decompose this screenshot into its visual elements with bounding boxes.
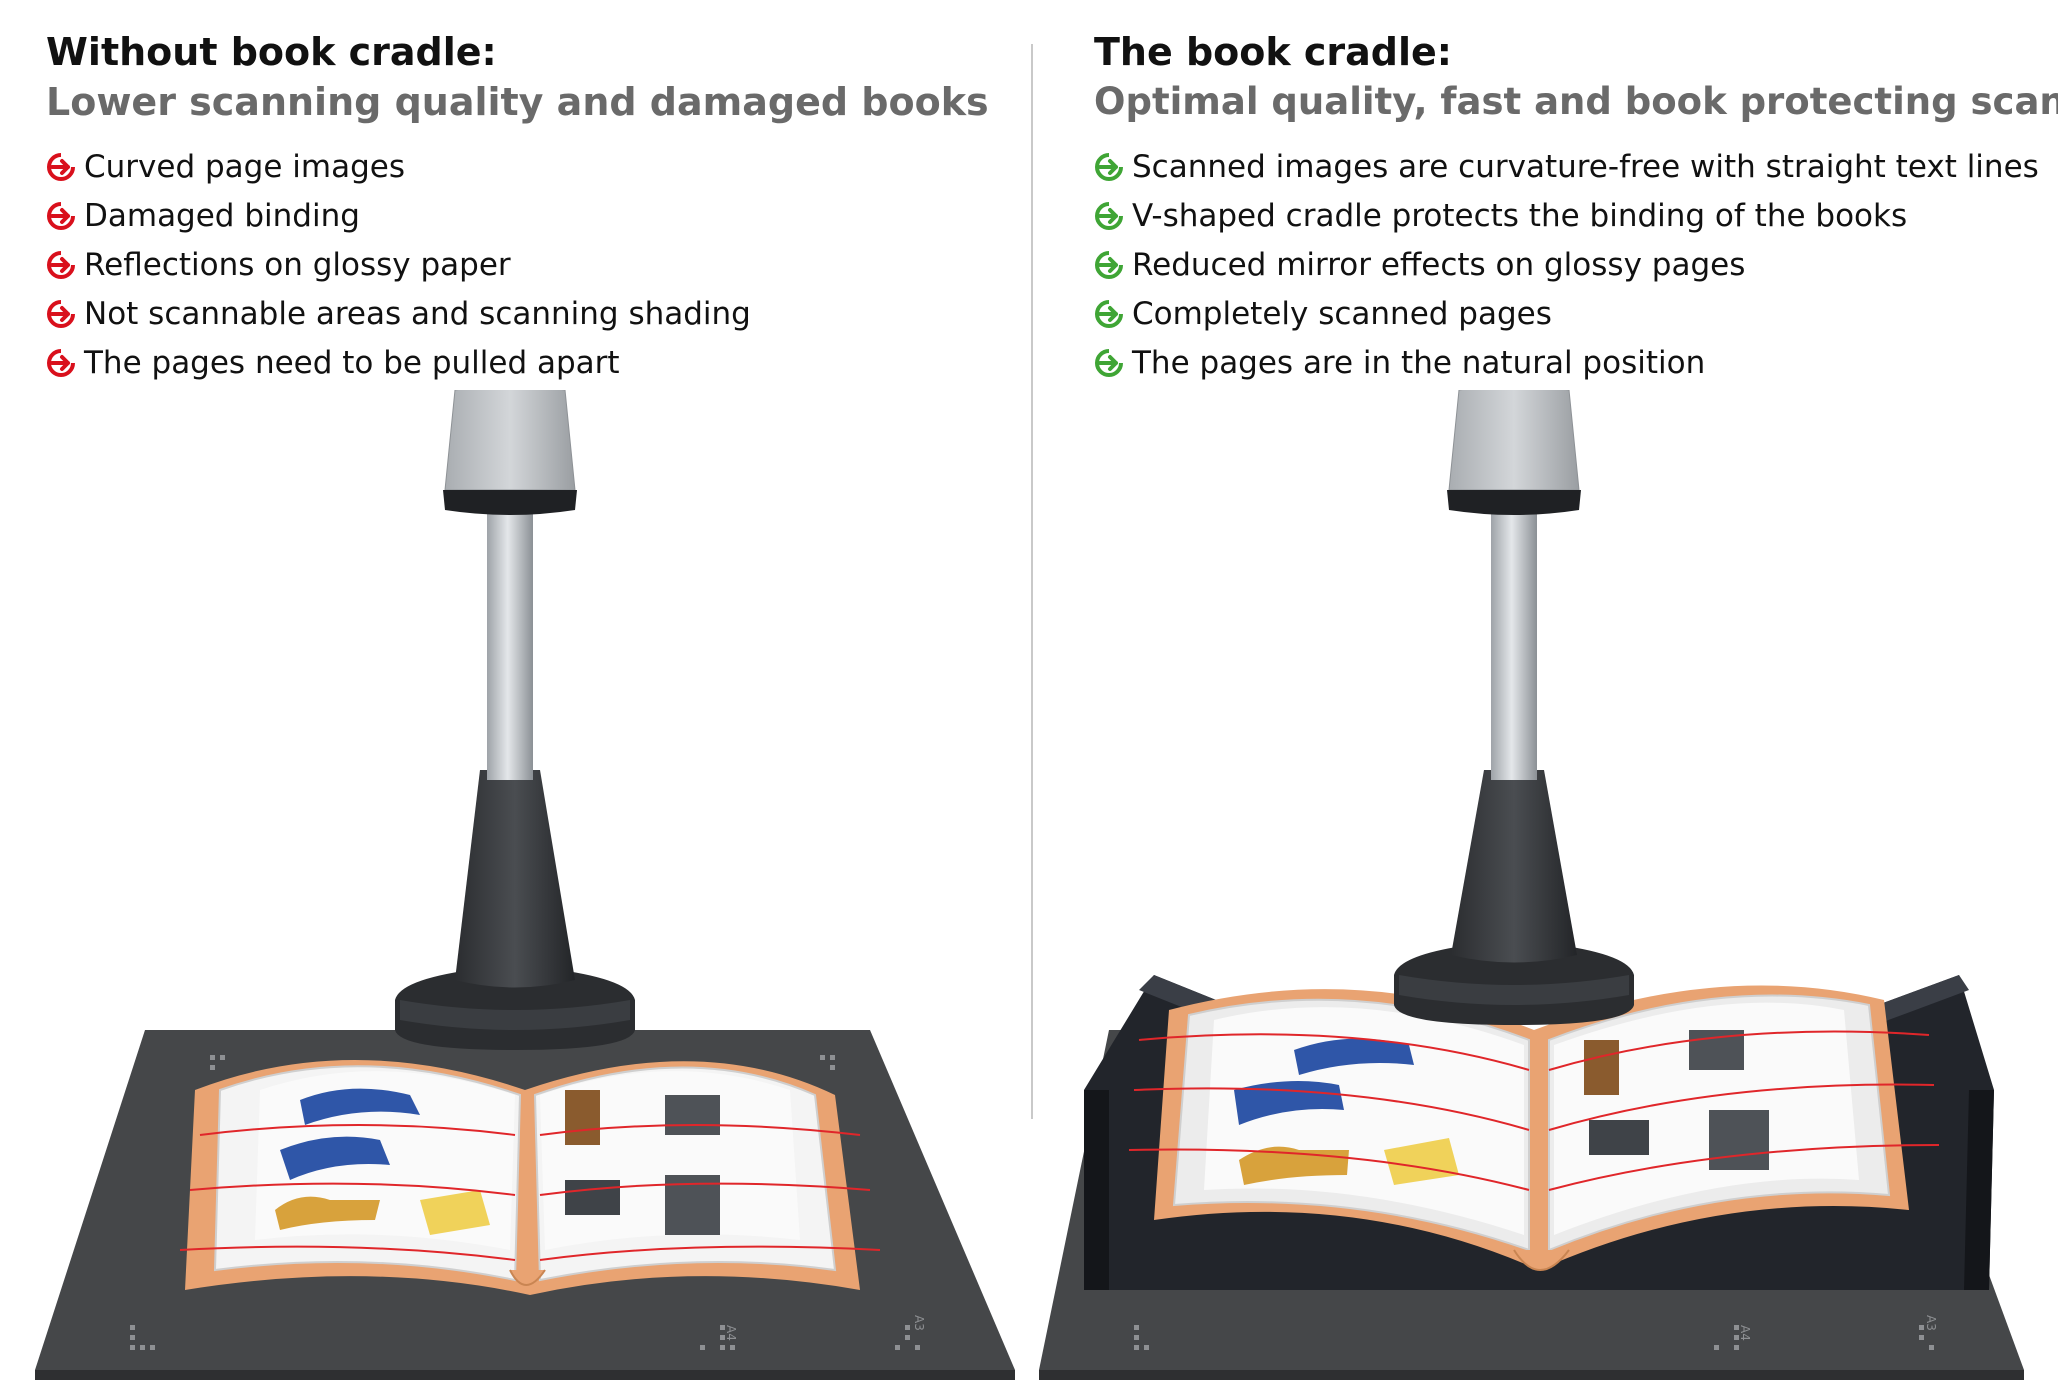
bullet-text: The pages need to be pulled apart bbox=[84, 344, 620, 381]
bullet-text: Curved page images bbox=[84, 148, 405, 185]
scanner-device bbox=[395, 390, 635, 1050]
red-arrow-icon bbox=[47, 201, 75, 230]
red-arrow-icon bbox=[47, 348, 75, 377]
red-arrow-icon bbox=[47, 299, 75, 328]
mat-label-a4: A4 bbox=[1738, 1325, 1752, 1341]
bullet-text: Scanned images are curvature-free with s… bbox=[1132, 148, 2039, 185]
mat-markers bbox=[130, 1055, 920, 1350]
green-arrow-icon bbox=[1095, 152, 1123, 181]
list-item: Reduced mirror effects on glossy pages bbox=[1094, 240, 2039, 289]
left-bullet-list: Curved page images Damaged binding Refle… bbox=[46, 142, 751, 387]
scanner-without-cradle-illustration: A4 A3 bbox=[35, 390, 1015, 1380]
list-item: Not scannable areas and scanning shading bbox=[46, 289, 751, 338]
panel-with-cradle: The book cradle: Optimal quality, fast a… bbox=[1029, 0, 2058, 1389]
right-title: The book cradle: bbox=[1094, 30, 1452, 74]
open-book-flat bbox=[179, 1060, 881, 1295]
list-item: Scanned images are curvature-free with s… bbox=[1094, 142, 2039, 191]
mat-label-a3: A3 bbox=[912, 1315, 926, 1331]
panel-divider bbox=[1031, 44, 1033, 1119]
bullet-text: Not scannable areas and scanning shading bbox=[84, 295, 751, 332]
bullet-text: Damaged binding bbox=[84, 197, 360, 234]
red-arrow-icon bbox=[47, 152, 75, 181]
bullet-text: Reduced mirror effects on glossy pages bbox=[1132, 246, 1746, 283]
scanner-with-cradle-illustration: A4 A3 bbox=[1039, 390, 2024, 1380]
mat-label-a4: A4 bbox=[724, 1325, 738, 1341]
list-item: Completely scanned pages bbox=[1094, 289, 2039, 338]
list-item: Damaged binding bbox=[46, 191, 751, 240]
left-title: Without book cradle: bbox=[46, 30, 497, 74]
green-arrow-icon bbox=[1095, 348, 1123, 377]
list-item: Curved page images bbox=[46, 142, 751, 191]
green-arrow-icon bbox=[1095, 299, 1123, 328]
bullet-text: Reflections on glossy paper bbox=[84, 246, 511, 283]
green-arrow-icon bbox=[1095, 250, 1123, 279]
bullet-text: Completely scanned pages bbox=[1132, 295, 1552, 332]
list-item: The pages are in the natural position bbox=[1094, 338, 2039, 387]
mat-markers bbox=[1134, 1325, 1934, 1350]
bullet-text: V-shaped cradle protects the binding of … bbox=[1132, 197, 1908, 234]
mat-label-a3: A3 bbox=[1924, 1315, 1938, 1331]
list-item: The pages need to be pulled apart bbox=[46, 338, 751, 387]
list-item: Reflections on glossy paper bbox=[46, 240, 751, 289]
open-book-in-cradle bbox=[1128, 985, 1940, 1271]
scanner-device bbox=[1394, 390, 1634, 1025]
green-arrow-icon bbox=[1095, 201, 1123, 230]
bullet-text: The pages are in the natural position bbox=[1132, 344, 1706, 381]
right-subtitle: Optimal quality, fast and book protectin… bbox=[1094, 80, 2058, 123]
red-arrow-icon bbox=[47, 250, 75, 279]
right-bullet-list: Scanned images are curvature-free with s… bbox=[1094, 142, 2039, 387]
left-subtitle: Lower scanning quality and damaged books bbox=[46, 80, 989, 124]
panel-without-cradle: Without book cradle: Lower scanning qual… bbox=[35, 30, 1015, 1380]
list-item: V-shaped cradle protects the binding of … bbox=[1094, 191, 2039, 240]
